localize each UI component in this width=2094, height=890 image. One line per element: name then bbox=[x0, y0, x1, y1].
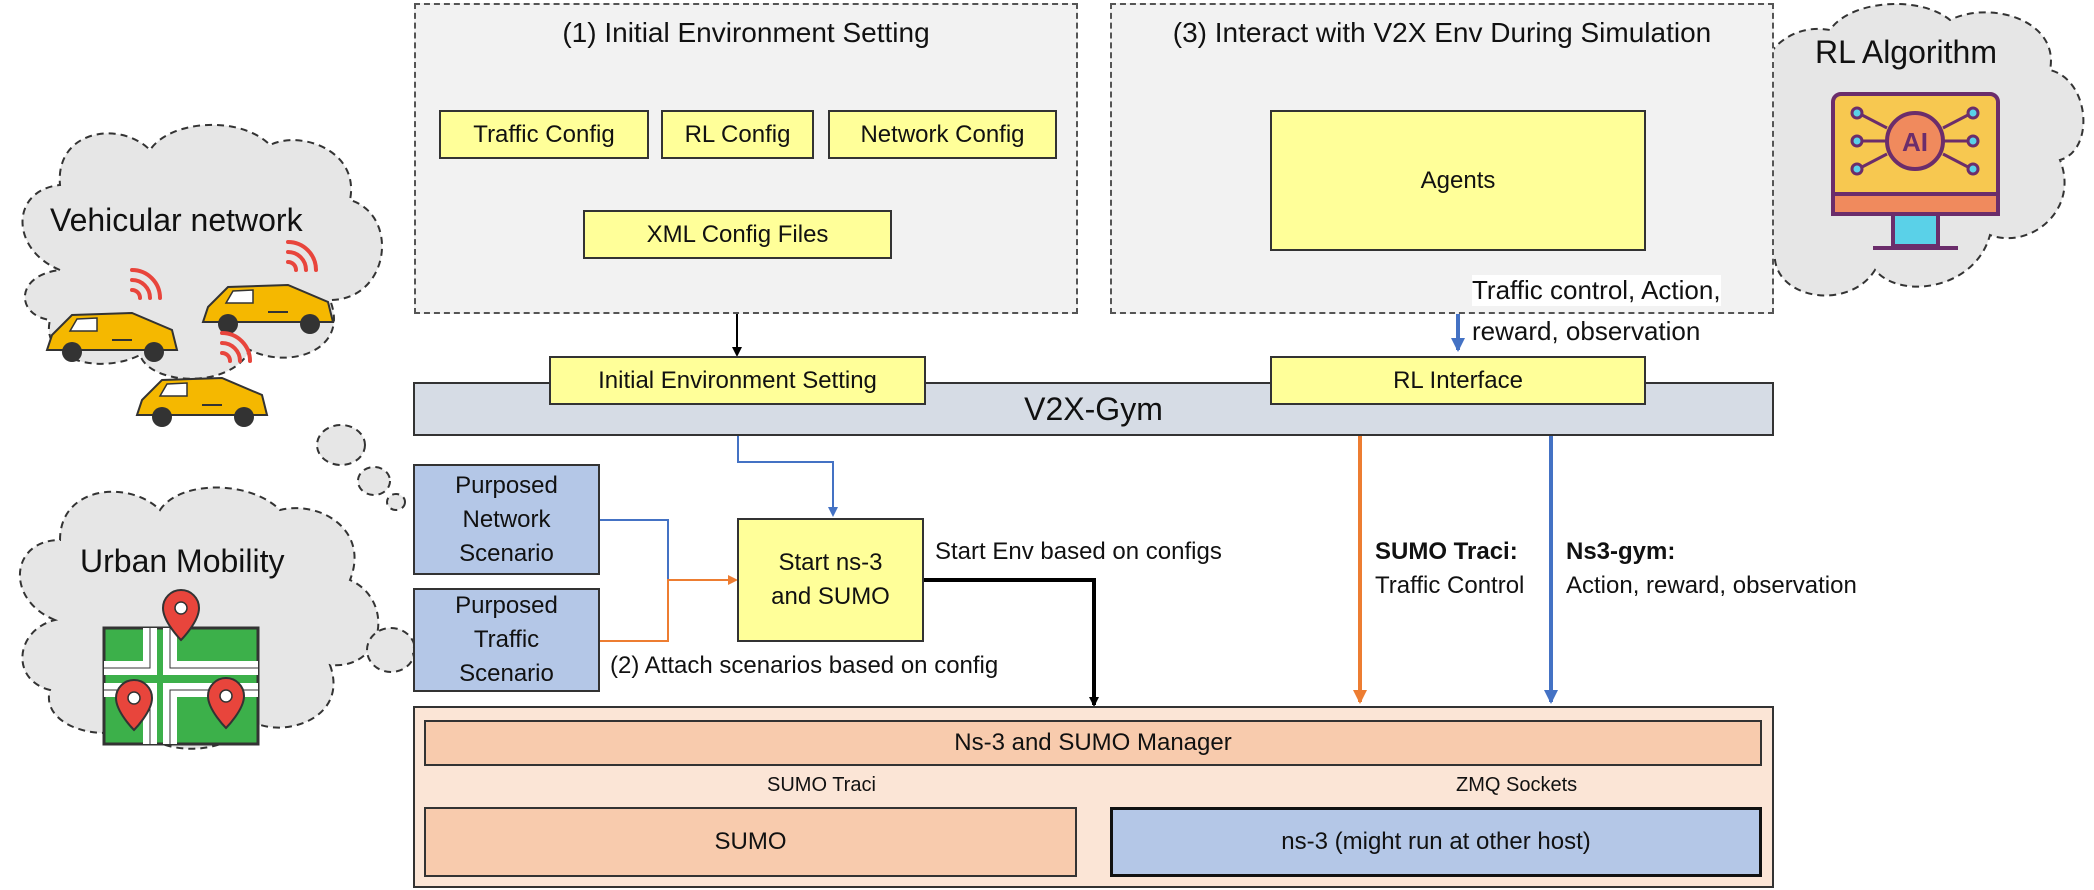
interact-title: (3) Interact with V2X Env During Simulat… bbox=[1172, 17, 1712, 48]
map-pin-icon bbox=[206, 676, 246, 730]
xml-config-box: XML Config Files bbox=[583, 210, 892, 259]
arrow-start-to-manager bbox=[924, 578, 1099, 707]
rl-config-box: RL Config bbox=[661, 110, 814, 159]
agents-box: Agents bbox=[1270, 110, 1646, 251]
start-env-label: Start Env based on configs bbox=[935, 538, 1222, 565]
ai-monitor-icon: AI bbox=[1831, 92, 2000, 250]
sumo-traci-sub-label: Traffic Control bbox=[1375, 572, 1525, 599]
agent-link-label-2: reward, observation bbox=[1472, 316, 1701, 346]
network-scenario-box: Purposed Network Scenario bbox=[413, 464, 600, 575]
sumo-traci-label: SUMO Traci: bbox=[1375, 538, 1518, 565]
car-icon bbox=[135, 376, 269, 427]
manager-title-box: Ns-3 and SUMO Manager bbox=[424, 720, 1762, 766]
manager-zmq-label: ZMQ Sockets bbox=[1456, 774, 1578, 796]
initial-env-title: (1) Initial Environment Setting bbox=[562, 17, 930, 48]
network-config-box: Network Config bbox=[828, 110, 1057, 159]
attach-scenarios-label: (2) Attach scenarios based on config bbox=[610, 652, 999, 679]
start-ns3-sumo-box: Start ns-3 and SUMO bbox=[737, 518, 924, 642]
wifi-signal-icon bbox=[286, 240, 318, 272]
urban-mobility-title: Urban Mobility bbox=[80, 543, 285, 579]
ns3-box: ns-3 (might run at other host) bbox=[1110, 807, 1762, 877]
car-icon bbox=[201, 283, 335, 334]
agent-link-label-1: Traffic control, Action, bbox=[1472, 275, 1721, 306]
vehicular-network-title: Vehicular network bbox=[50, 202, 303, 238]
car-icon bbox=[45, 311, 179, 362]
svg-text:AI: AI bbox=[1902, 127, 1928, 157]
rl-algorithm-title: RL Algorithm bbox=[1815, 34, 1997, 70]
traffic-config-box: Traffic Config bbox=[439, 110, 649, 159]
rl-interface-box: RL Interface bbox=[1270, 356, 1646, 405]
ns3gym-label: Ns3-gym: bbox=[1566, 538, 1676, 565]
manager-sumo-traci-label: SUMO Traci bbox=[767, 774, 876, 796]
ns3gym-sub-label: Action, reward, observation bbox=[1566, 572, 1857, 599]
map-pin-icon bbox=[161, 588, 201, 642]
initial-env-setting-box: Initial Environment Setting bbox=[549, 356, 926, 405]
line-network-scenario bbox=[600, 519, 669, 580]
v2x-gym-title: V2X-Gym bbox=[1024, 390, 1163, 427]
traffic-scenario-box: Purposed Traffic Scenario bbox=[413, 588, 600, 692]
map-pin-icon bbox=[114, 678, 154, 732]
arrow-traffic-scenario bbox=[600, 575, 738, 642]
wifi-signal-icon bbox=[130, 268, 162, 300]
wifi-signal-icon bbox=[220, 331, 252, 363]
sumo-box: SUMO bbox=[424, 807, 1077, 877]
